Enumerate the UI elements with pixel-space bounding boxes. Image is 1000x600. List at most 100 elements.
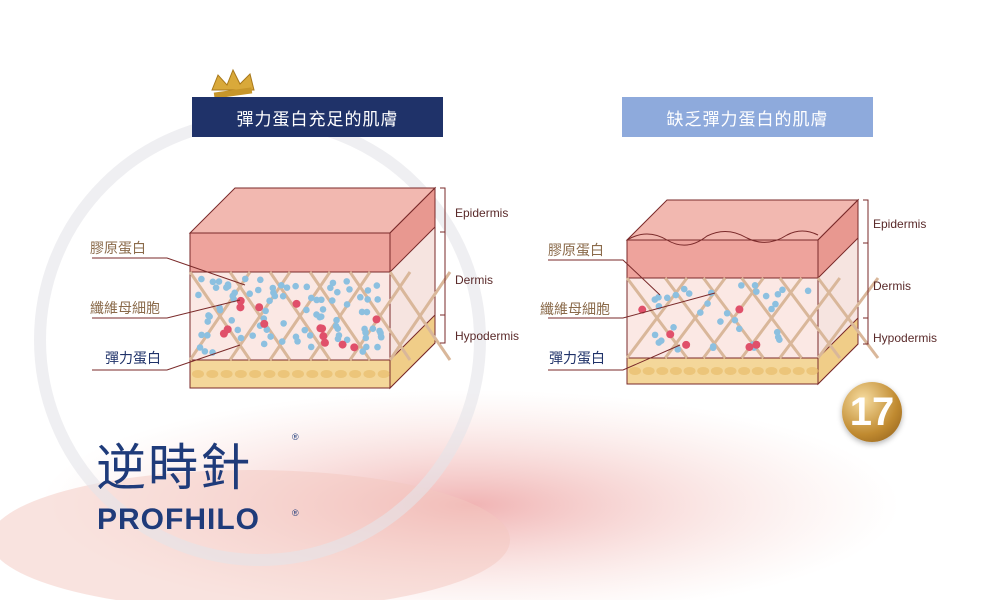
elastin-dot (215, 278, 223, 285)
elastin-dot (228, 317, 236, 324)
elastin-dot (241, 275, 249, 283)
layer-bracket (863, 199, 869, 244)
elastin-dot (266, 297, 273, 305)
elastin-dot (738, 282, 745, 289)
elastin-dot (216, 304, 223, 312)
elastin-dot (278, 281, 285, 289)
fat-cell (629, 367, 641, 375)
elastin-dot (307, 294, 315, 302)
fibroblast-dot (735, 305, 744, 314)
skin-block-lacking (548, 198, 880, 386)
elastin-dot (680, 285, 688, 293)
elastin-dot (234, 326, 242, 334)
collagen-fiber (388, 271, 452, 361)
elastin-dot (204, 331, 211, 339)
elastin-dot (361, 325, 368, 333)
elastin-dot (356, 293, 364, 301)
fat-cell (683, 367, 696, 375)
elastin-dot (307, 343, 315, 351)
elastin-dot (278, 338, 286, 345)
fibroblast-dot (682, 340, 691, 349)
layer-hypodermis-right: Hypodermis (873, 331, 938, 345)
elastin-dot (768, 305, 775, 313)
fat-cell (220, 370, 233, 378)
layer-epidermis-left: Epidermis (455, 206, 509, 220)
elastin-dot (262, 307, 269, 315)
fibroblast-dot (338, 340, 347, 349)
layer-dermis-left: Dermis (455, 273, 493, 287)
elastin-dot (709, 344, 717, 352)
fat-cell (779, 367, 792, 375)
elastin-dot (346, 286, 353, 293)
elastin-dot (316, 313, 324, 321)
fat-cell (306, 370, 319, 378)
elastin-dot (303, 306, 310, 314)
elastin-dot (376, 327, 383, 335)
fat-cell (765, 367, 778, 375)
fat-cell (806, 367, 819, 375)
fibroblast-dot (319, 332, 328, 341)
fat-cell (363, 370, 376, 378)
elastin-dot (774, 290, 782, 298)
elastin-dot (363, 343, 370, 351)
elastin-dot (717, 318, 724, 325)
fat-cell (249, 370, 262, 378)
elastin-dot (751, 282, 759, 289)
leader-line (548, 259, 661, 296)
elastin-dot (283, 284, 291, 291)
fat-cell (377, 370, 390, 378)
skin-block-healthy (92, 186, 452, 390)
fibroblast-dot (255, 303, 264, 312)
elastin-dot (198, 275, 205, 283)
epidermis-side (389, 186, 436, 274)
elastin-dot (263, 326, 271, 333)
leader-line (92, 344, 241, 371)
elastin-dot (670, 324, 677, 331)
elastin-dot (280, 320, 287, 327)
fat-cell (738, 367, 751, 375)
elastin-dot (655, 294, 662, 301)
brand-logo-chinese: 逆時針 (96, 439, 252, 497)
fat-cell (192, 370, 204, 378)
elastin-dot (363, 308, 371, 316)
elastin-dot (773, 328, 781, 336)
elastin-dot (672, 291, 680, 299)
layer-bracket (440, 231, 446, 316)
fat-cell (320, 370, 333, 378)
elastin-dot (237, 334, 245, 342)
fat-cell (349, 370, 362, 378)
fat-cell (751, 367, 764, 375)
crown-icon (211, 68, 255, 99)
elastin-dot (333, 316, 340, 324)
leader-line (548, 344, 681, 371)
elastin-dot (657, 337, 665, 344)
hypodermis-side (817, 316, 859, 386)
elastin-dot (224, 283, 232, 290)
fat-cell (697, 367, 710, 375)
fibroblast-dot (316, 324, 325, 333)
elastin-dot (697, 309, 704, 316)
elastin-dot (369, 325, 377, 332)
epidermis-side (817, 198, 859, 280)
elastin-dot (329, 279, 337, 287)
fat-cell (669, 367, 682, 375)
elastin-dot (271, 292, 279, 300)
elastin-dot (257, 276, 264, 284)
elastin-dot (753, 288, 760, 295)
elastin-dot (374, 296, 381, 303)
layer-bracket (863, 242, 869, 319)
elastin-dot (343, 301, 351, 308)
elastin-dot (358, 308, 366, 316)
leader-line (548, 292, 716, 319)
layer-bracket (440, 314, 446, 344)
fibroblast-dot (350, 343, 359, 352)
elastin-dot (364, 287, 372, 294)
elastin-dot (301, 326, 309, 334)
epidermis-layer (626, 239, 819, 279)
registered-mark-en: ® (292, 508, 299, 518)
fibroblast-dot (638, 305, 647, 314)
elastin-dot (254, 286, 262, 294)
fat-cell (656, 367, 669, 375)
label-elastin-right: 彈力蛋白 (549, 350, 605, 366)
